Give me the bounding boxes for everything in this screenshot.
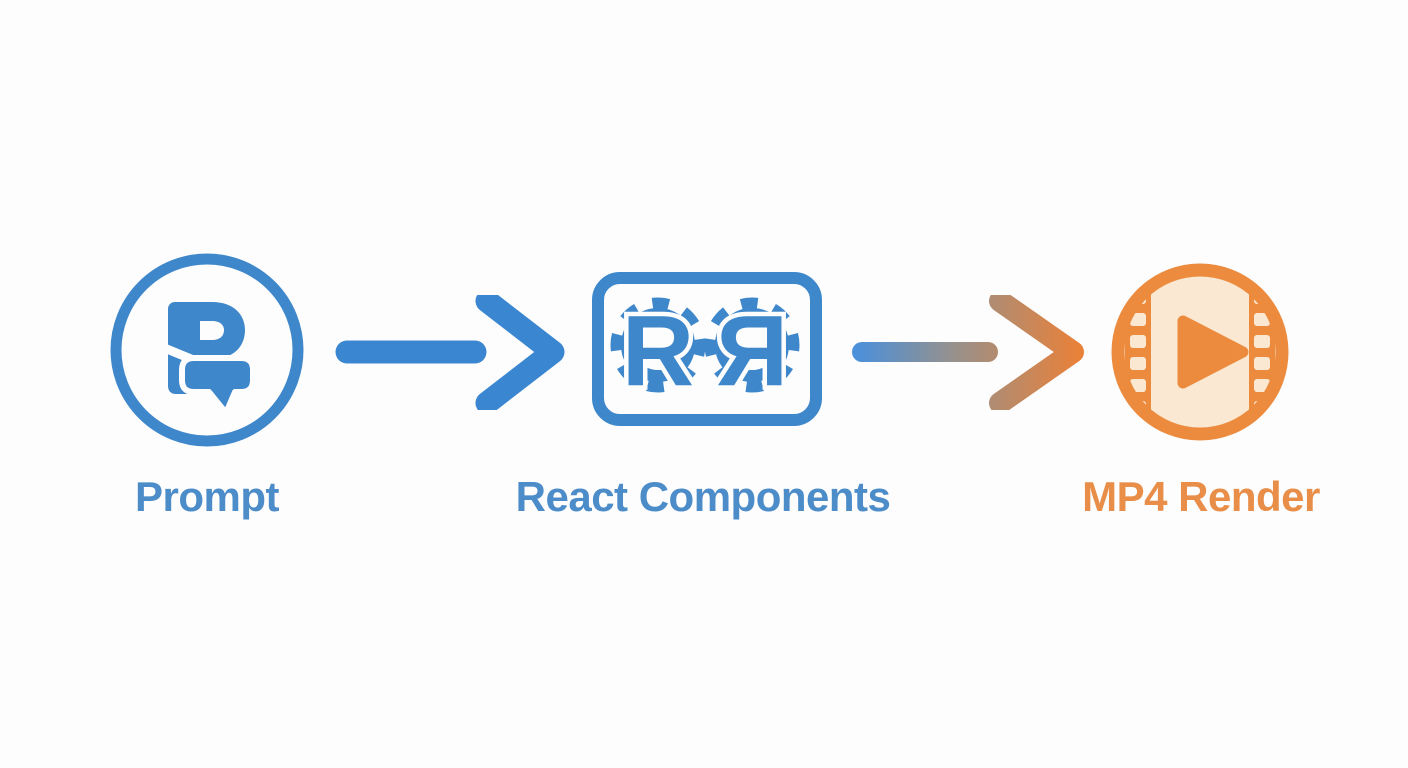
gear-ring	[621, 308, 695, 382]
step-label-mp4-render: MP4 Render	[1082, 473, 1320, 520]
prompt-chat-bubble-icon	[110, 253, 304, 447]
gear-r-left: R	[610, 291, 706, 412]
component-box-outline	[592, 272, 822, 426]
p-counter	[200, 321, 224, 340]
play-triangle-icon	[1177, 315, 1249, 389]
step-label-react-components: React Components	[515, 473, 891, 520]
gear-r-right-mirrored	[706, 295, 799, 407]
gear-teeth	[610, 297, 706, 393]
flow-arrow-1	[335, 295, 565, 410]
prompt-circle-outline	[110, 253, 304, 447]
chat-bubble-icon	[179, 355, 256, 416]
gear-hub	[633, 320, 683, 370]
arrow-head	[475, 295, 565, 410]
arrow-head	[989, 295, 1084, 410]
step-label-prompt: Prompt	[135, 473, 280, 520]
gear-letter-r: R	[622, 295, 694, 407]
film-circle-ring	[1111, 263, 1289, 441]
flow-arrow-2	[852, 295, 1084, 410]
film-play-icon	[1111, 263, 1289, 441]
gears-rr-icon: R	[592, 272, 822, 426]
